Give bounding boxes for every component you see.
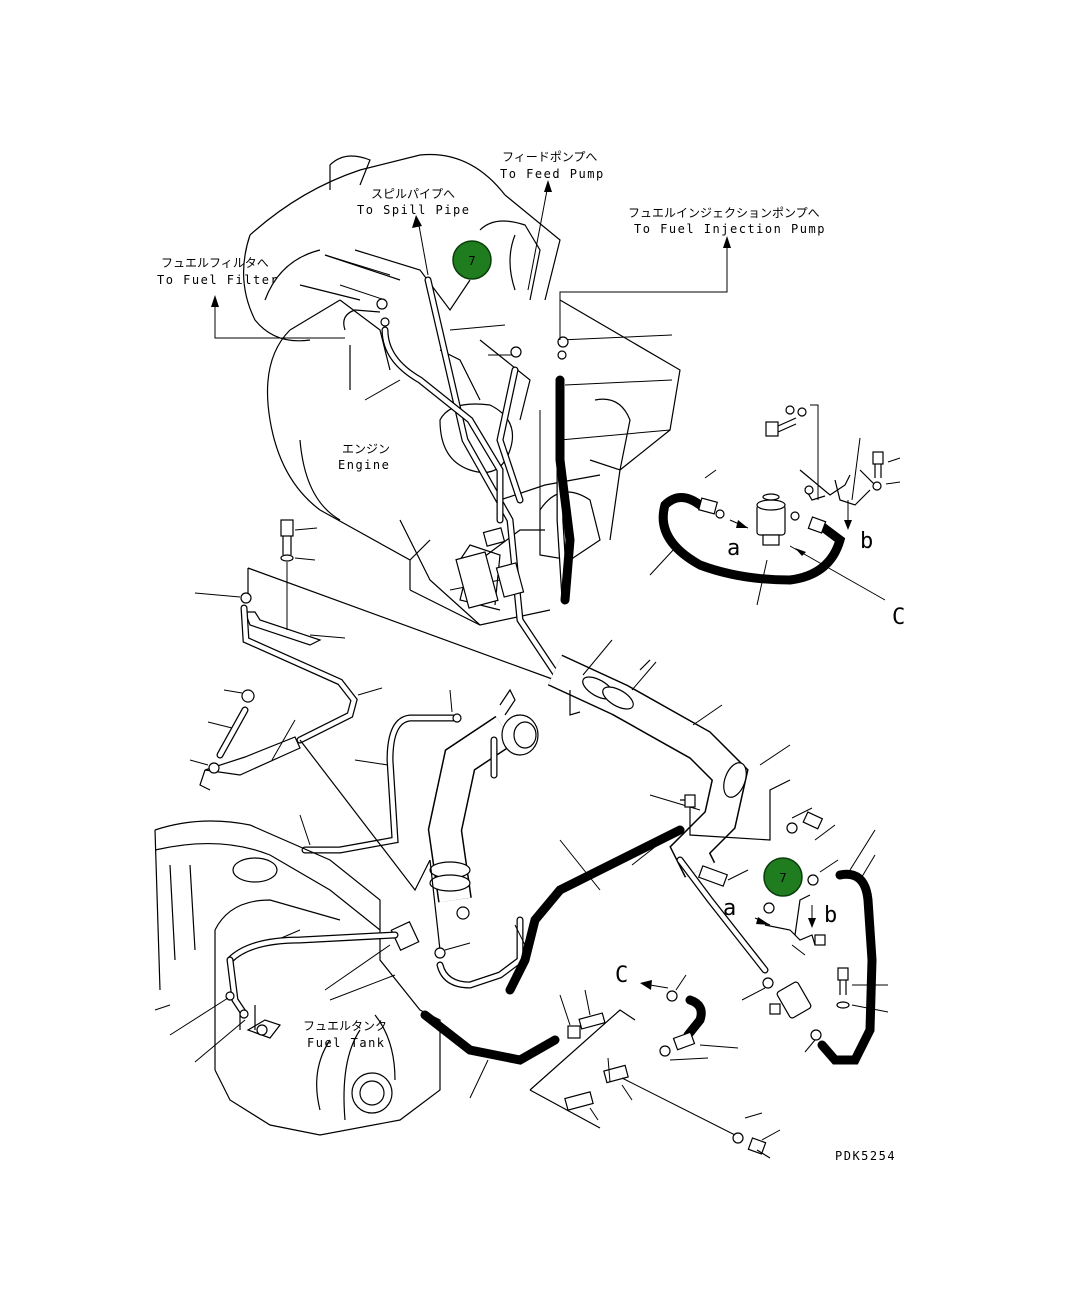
engine-fuel-tubes bbox=[381, 276, 569, 684]
part-badge-upper: 7 bbox=[452, 240, 492, 280]
view-markers: a b C a b C bbox=[615, 529, 905, 988]
view-marker-c-upper: C bbox=[892, 605, 905, 630]
engine-label-en: Engine bbox=[338, 458, 390, 472]
engine-label-jp: エンジン bbox=[342, 442, 390, 456]
drawing-code: PDK5254 bbox=[835, 1149, 896, 1163]
bottom-center-detail bbox=[529, 974, 781, 1159]
upper-right-detail bbox=[649, 404, 901, 606]
main-fuel-pipe bbox=[547, 639, 791, 878]
fuel-filter-label-jp: フュエルフィルタへ bbox=[161, 256, 269, 270]
badge-number: 7 bbox=[779, 871, 786, 885]
part-badge-lower: 7 bbox=[763, 857, 803, 897]
lower-right-detail bbox=[676, 807, 889, 1065]
view-marker-a-upper: a bbox=[727, 536, 740, 561]
spill-pipe-label-en: To Spill Pipe bbox=[357, 203, 470, 217]
badge-circle bbox=[763, 857, 803, 897]
feed-pump-label-jp: フィードポンプへ bbox=[502, 150, 597, 164]
injection-pump-label-jp: フュエルインジェクションポンプへ bbox=[628, 206, 820, 220]
feed-pump-label-en: To Feed Pump bbox=[500, 167, 605, 181]
spill-pipe-label-jp: スピルパイプへ bbox=[371, 187, 455, 201]
view-marker-b-upper: b bbox=[860, 529, 873, 554]
fuel-tank-label-en: Fuel Tank bbox=[307, 1036, 386, 1050]
tank-return-hose bbox=[420, 825, 685, 1099]
filler-neck bbox=[299, 688, 539, 989]
destination-labels: フィードポンプへ To Feed Pump スピルパイプへ To Spill P… bbox=[157, 150, 826, 1050]
badge-circle bbox=[452, 240, 492, 280]
view-marker-a-lower: a bbox=[723, 896, 736, 921]
destination-arrows bbox=[211, 180, 731, 340]
fuel-tank bbox=[154, 820, 441, 1136]
fuel-filter-label-en: To Fuel Filter bbox=[157, 273, 279, 287]
badge-number: 7 bbox=[468, 254, 475, 268]
left-bracket-assembly bbox=[189, 519, 556, 791]
fuel-tank-label-jp: フュエルタンク bbox=[303, 1019, 387, 1033]
view-marker-b-lower: b bbox=[824, 903, 837, 928]
engine-outline bbox=[243, 153, 681, 626]
engine-hose-hatched bbox=[555, 375, 575, 605]
injection-pump-label-en: To Fuel Injection Pump bbox=[634, 222, 826, 236]
view-marker-c-lower: C bbox=[615, 963, 628, 988]
